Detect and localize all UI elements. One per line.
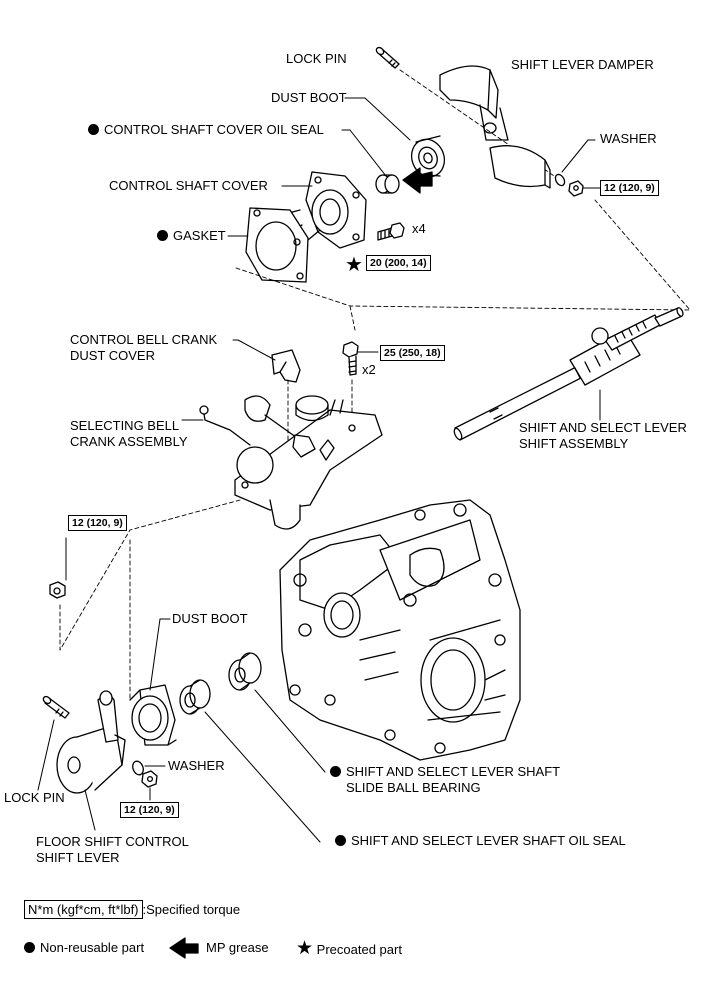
floor-shift-lever-part xyxy=(56,690,126,794)
label-lock-pin-bottom: LOCK PIN xyxy=(4,790,65,805)
shaft-oil-seal-part xyxy=(179,679,211,715)
label-text: SHIFT AND SELECT LEVER SHAFT OIL SEAL xyxy=(351,833,626,848)
label-control-bell-crank-dust-cover-1: CONTROL BELL CRANK xyxy=(70,332,218,347)
legend-torque-text: :Specified torque xyxy=(142,902,241,917)
legend-torque: N*m (kgf*cm, ft*lbf):Specified torque xyxy=(24,900,241,919)
label-text: SHIFT AND SELECT LEVER SHAFT xyxy=(346,764,561,779)
gasket-part xyxy=(245,207,309,283)
label-text: GASKET xyxy=(173,228,226,243)
legend-torque-unit: N*m (kgf*cm, ft*lbf) xyxy=(24,900,143,919)
legend-grease-arrow xyxy=(169,937,199,959)
qty-bell-crank-bolts: x2 xyxy=(362,362,376,377)
shift-lever-damper-part xyxy=(439,65,551,189)
label-shift-select-lever-shaft-2: SHIFT ASSEMBLY xyxy=(519,436,629,451)
label-floor-shift-lever-1: FLOOR SHIFT CONTROL xyxy=(36,834,189,849)
legend-mp-grease-text: MP grease xyxy=(206,940,269,955)
torque-bottom-nut: 12 (120, 9) xyxy=(120,802,179,818)
label-text: CONTROL SHAFT COVER OIL SEAL xyxy=(104,122,324,137)
precoated-star-icon: ★ xyxy=(296,938,314,959)
legend-precoated-text: Precoated part xyxy=(316,942,402,957)
selecting-bell-crank-part xyxy=(199,395,383,530)
dust-boot-bottom-part xyxy=(129,684,177,746)
mp-grease-arrow-marker xyxy=(402,167,433,194)
qty-cover-bolts: x4 xyxy=(412,221,426,236)
label-slide-ball-bearing-1: SHIFT AND SELECT LEVER SHAFT xyxy=(330,764,560,780)
control-shaft-cover-oil-seal-part xyxy=(375,174,400,194)
control-shaft-cover-part xyxy=(284,171,367,249)
non-reusable-dot-icon xyxy=(335,835,346,846)
washer-bottom-part xyxy=(132,760,158,788)
label-slide-ball-bearing-2: SLIDE BALL BEARING xyxy=(346,780,481,795)
cover-bolt-part xyxy=(377,222,405,241)
non-reusable-dot-icon xyxy=(157,230,168,241)
label-control-bell-crank-dust-cover-2: DUST COVER xyxy=(70,348,155,363)
label-selecting-bell-crank-2: CRANK ASSEMBLY xyxy=(70,434,188,449)
label-control-shaft-cover-oil-seal: CONTROL SHAFT COVER OIL SEAL xyxy=(88,122,324,138)
bell-crank-bolt-part xyxy=(342,341,359,376)
label-dust-boot-top: DUST BOOT xyxy=(271,90,347,105)
non-reusable-dot-icon xyxy=(330,766,341,777)
label-washer-top: WASHER xyxy=(600,131,657,146)
label-lock-pin-top: LOCK PIN xyxy=(286,51,347,66)
torque-washer-top: 12 (120, 9) xyxy=(600,180,659,196)
precoated-star-icon: ★ xyxy=(345,254,363,276)
label-shift-select-lever-shaft-1: SHIFT AND SELECT LEVER xyxy=(519,420,687,435)
legend-precoated: ★ Precoated part xyxy=(296,937,402,960)
legend-mp-grease: MP grease xyxy=(206,940,269,955)
label-dust-boot-bottom: DUST BOOT xyxy=(172,611,248,626)
legend-non-reusable: Non-reusable part xyxy=(24,940,144,955)
legend-non-reusable-text: Non-reusable part xyxy=(40,940,145,955)
control-bell-crank-dust-cover-part xyxy=(271,349,301,383)
slide-ball-bearing-part xyxy=(228,652,262,691)
washer-top-part xyxy=(554,173,584,197)
torque-left-nut: 12 (120, 9) xyxy=(68,515,127,531)
label-washer-bottom: WASHER xyxy=(168,758,225,773)
transaxle-case-part xyxy=(279,499,521,761)
lock-pin-top-part xyxy=(375,46,400,69)
torque-cover-bolts: 20 (200, 14) xyxy=(366,255,431,271)
left-nut-part xyxy=(49,581,66,599)
lock-pin-bottom-part xyxy=(42,695,70,719)
label-selecting-bell-crank-1: SELECTING BELL xyxy=(70,418,180,433)
label-gasket: GASKET xyxy=(157,228,226,244)
non-reusable-dot-icon xyxy=(88,124,99,135)
label-control-shaft-cover: CONTROL SHAFT COVER xyxy=(109,178,268,193)
non-reusable-dot-icon xyxy=(24,942,35,953)
shift-select-lever-shaft-part xyxy=(453,307,684,441)
torque-bell-crank-bolts: 25 (250, 18) xyxy=(380,345,445,361)
label-shaft-oil-seal: SHIFT AND SELECT LEVER SHAFT OIL SEAL xyxy=(335,833,626,849)
dust-boot-top-part xyxy=(410,135,446,178)
label-shift-lever-damper: SHIFT LEVER DAMPER xyxy=(511,57,654,72)
label-floor-shift-lever-2: SHIFT LEVER xyxy=(36,850,120,865)
